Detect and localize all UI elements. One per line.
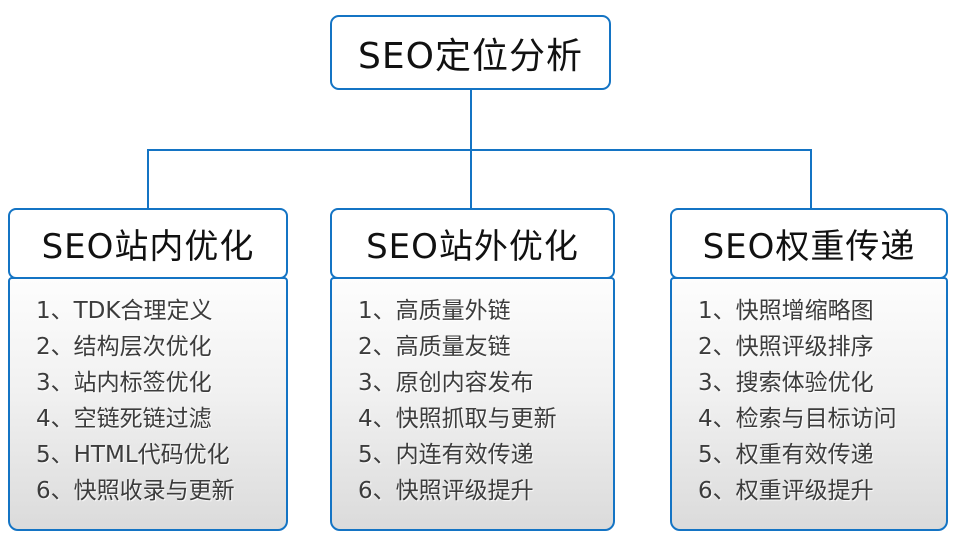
root-node-seo-positioning: SEO定位分析 — [330, 15, 611, 90]
root-node-title: SEO定位分析 — [358, 35, 583, 77]
list-item: 2、高质量友链 — [358, 334, 511, 360]
list-item: 4、检索与目标访问 — [698, 406, 897, 432]
column-header-onsite: SEO站内优化 — [8, 208, 288, 279]
column-weight-transfer: SEO权重传递 1、快照增缩略图 2、快照评级排序 3、搜索体验优化 4、检索与… — [670, 208, 948, 531]
list-item: 5、权重有效传递 — [698, 442, 874, 468]
list-item: 3、站内标签优化 — [36, 370, 212, 396]
connector-drop-middle — [470, 149, 472, 210]
list-item: 4、快照抓取与更新 — [358, 406, 557, 432]
column-header-weight: SEO权重传递 — [670, 208, 948, 279]
item-list-onsite: 1、TDK合理定义 2、结构层次优化 3、站内标签优化 4、空链死链过滤 5、H… — [8, 277, 288, 531]
list-item: 2、快照评级排序 — [698, 334, 874, 360]
connector-horizontal — [147, 149, 812, 151]
list-item: 3、搜索体验优化 — [698, 370, 874, 396]
column-title: SEO站内优化 — [41, 227, 255, 267]
list-item: 6、快照评级提升 — [358, 478, 534, 504]
list-item: 6、权重评级提升 — [698, 478, 874, 504]
column-title: SEO站外优化 — [366, 227, 579, 267]
list-item: 2、结构层次优化 — [36, 334, 212, 360]
list-item: 5、HTML代码优化 — [36, 442, 230, 468]
list-item: 1、快照增缩略图 — [698, 298, 874, 324]
column-title: SEO权重传递 — [702, 227, 916, 267]
item-list-offsite: 1、高质量外链 2、高质量友链 3、原创内容发布 4、快照抓取与更新 5、内连有… — [330, 277, 615, 531]
connector-drop-right — [810, 149, 812, 210]
column-header-offsite: SEO站外优化 — [330, 208, 615, 279]
list-item: 4、空链死链过滤 — [36, 406, 212, 432]
connector-drop-left — [147, 149, 149, 210]
list-item: 1、高质量外链 — [358, 298, 511, 324]
list-item: 1、TDK合理定义 — [36, 298, 213, 324]
connector-root-vertical — [470, 89, 472, 150]
column-onsite-optimization: SEO站内优化 1、TDK合理定义 2、结构层次优化 3、站内标签优化 4、空链… — [8, 208, 288, 531]
item-list-weight: 1、快照增缩略图 2、快照评级排序 3、搜索体验优化 4、检索与目标访问 5、权… — [670, 277, 948, 531]
list-item: 3、原创内容发布 — [358, 370, 534, 396]
column-offsite-optimization: SEO站外优化 1、高质量外链 2、高质量友链 3、原创内容发布 4、快照抓取与… — [330, 208, 615, 531]
list-item: 6、快照收录与更新 — [36, 478, 235, 504]
list-item: 5、内连有效传递 — [358, 442, 534, 468]
